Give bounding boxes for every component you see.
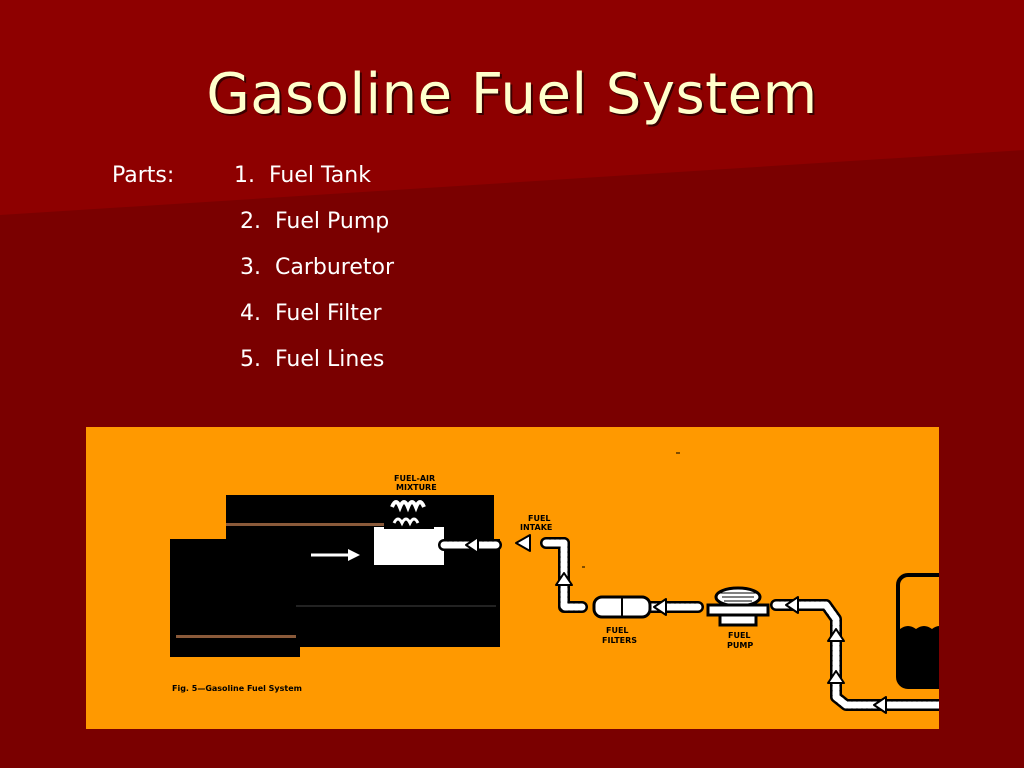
fuel-pump-label: FUEL	[728, 631, 751, 640]
engine-block	[170, 495, 500, 657]
part-item: 4. Fuel Filter	[240, 301, 382, 326]
fuel-air-label: FUEL-AIR	[394, 474, 435, 483]
fuel-intake-label: FUEL	[528, 514, 551, 523]
fuel-intake-label: INTAKE	[520, 523, 552, 532]
parts-label: Parts:	[112, 163, 175, 188]
fuel-filters-label: FUEL	[606, 626, 629, 635]
part-item: 5. Fuel Lines	[240, 347, 385, 372]
fuel-lines	[438, 534, 939, 714]
part-item: 3. Carburetor	[240, 255, 394, 280]
fuel-air-label: MIXTURE	[396, 483, 437, 492]
fuel-pump	[706, 586, 770, 627]
part-item: 1. Fuel Tank	[234, 163, 371, 188]
fuel-filter	[592, 595, 652, 619]
carburetor	[311, 500, 444, 565]
fuel-filters-label: FILTERS	[602, 636, 637, 645]
figure-caption: Fig. 5—Gasoline Fuel System	[172, 684, 302, 693]
fuel-pump-label: PUMP	[727, 641, 753, 650]
part-item: 2. Fuel Pump	[240, 209, 390, 234]
fuel-system-diagram: FUEL-AIR MIXTURE FUEL INTAKE FUEL FILTER…	[170, 452, 939, 714]
slide-title: Gasoline Fuel System	[206, 62, 818, 127]
fuel-tank	[896, 573, 939, 689]
fuel-system-figure: FUEL-AIR MIXTURE FUEL INTAKE FUEL FILTER…	[86, 427, 939, 729]
